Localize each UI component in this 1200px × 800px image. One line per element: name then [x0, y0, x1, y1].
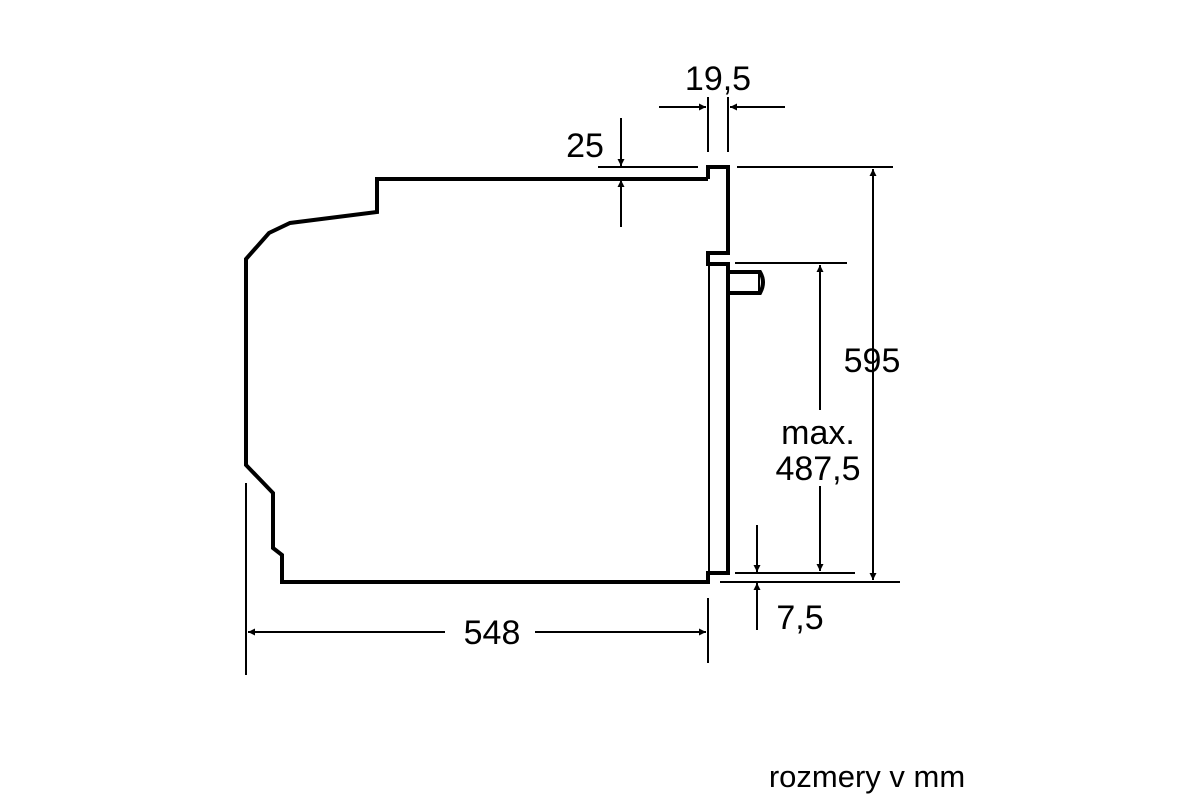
dim-label-max: max. — [781, 414, 855, 452]
dimension-max-height: max. 487,5 — [735, 262, 868, 574]
dimension-front-panel-depth: 19,5 — [659, 60, 785, 152]
dimension-top-offset: 25 — [566, 118, 698, 227]
dimension-bottom-offset: 7,5 — [753, 525, 824, 637]
dim-label-19-5: 19,5 — [685, 60, 751, 98]
dim-label-595: 595 — [844, 342, 901, 380]
dim-label-7-5: 7,5 — [776, 599, 823, 637]
units-caption: rozmery v mm — [769, 759, 965, 794]
dim-label-25: 25 — [566, 127, 604, 165]
oven-body-outline — [244, 165, 730, 584]
dim-label-487-5: 487,5 — [775, 450, 860, 488]
knob — [728, 270, 765, 295]
dimension-body-depth: 548 — [245, 483, 709, 675]
dim-label-548: 548 — [464, 614, 521, 652]
dimension-total-height: 595 — [720, 166, 901, 583]
